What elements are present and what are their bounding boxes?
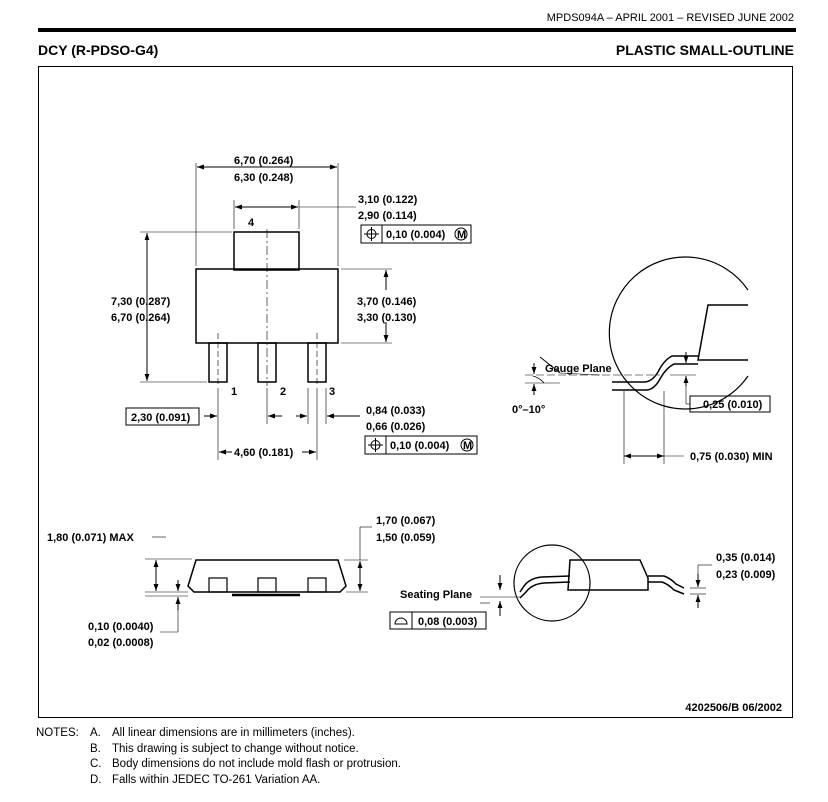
pin-number-2: 2	[280, 386, 286, 398]
body-width-max: 6,70 (0.264)	[234, 155, 294, 167]
seating-detail	[389, 544, 712, 630]
lead-width-min: 0,66 (0.026)	[366, 421, 426, 433]
package-name: DCY (R-PDSO-G4)	[38, 42, 159, 58]
standoff-min: 0,02 (0.0008)	[88, 637, 154, 649]
mmc-symbol-1: M	[457, 229, 466, 241]
mmc-symbol-2: M	[463, 440, 472, 452]
top-view	[125, 163, 478, 460]
pin-span: 4,60 (0.181)	[234, 447, 294, 459]
height-max: 1,80 (0.071) MAX	[47, 532, 134, 544]
seating-plane-label: Seating Plane	[400, 589, 472, 601]
standoff-max: 0,10 (0.0040)	[88, 621, 154, 633]
angle-range: 0°–10°	[512, 404, 545, 416]
body-length-min: 3,30 (0.130)	[357, 312, 417, 324]
drawing-frame	[38, 66, 793, 718]
gauge-plane-label: Gauge Plane	[545, 363, 612, 375]
note-item: B.This drawing is subject to change with…	[90, 742, 359, 755]
package-type: PLASTIC SMALL-OUTLINE	[615, 42, 794, 58]
lead-detail	[525, 256, 771, 464]
gauge-height: 0,25 (0.010)	[703, 399, 763, 411]
notes-section: NOTES: A.All linear dimensions are in mi…	[36, 726, 401, 788]
note-item: A.All linear dimensions are in millimete…	[90, 727, 355, 739]
side-view	[145, 526, 372, 633]
drawing-number: 4202506/B 06/2002	[685, 702, 782, 714]
foot-length: 0,75 (0.030) MIN	[690, 451, 773, 463]
tab-width-min: 2,90 (0.114)	[358, 210, 417, 222]
lead-tolerance: 0,10 (0.004)	[390, 440, 450, 452]
side-body	[187, 559, 347, 593]
body-length-max: 3,70 (0.146)	[357, 296, 417, 308]
overall-length-max: 7,30 (0.287)	[111, 296, 171, 308]
pin-number-1: 1	[231, 386, 237, 398]
tab-lead-4	[233, 231, 300, 271]
lead-width-max: 0,84 (0.033)	[366, 405, 426, 417]
pin-number-3: 3	[329, 386, 335, 398]
pin-number-4: 4	[248, 217, 255, 229]
tab-width-max: 3,10 (0.122)	[358, 194, 418, 206]
lead-thickness-max: 0,35 (0.014)	[716, 552, 776, 564]
overall-length-min: 6,70 (0.264)	[111, 312, 171, 324]
body-height-min: 1,50 (0.059)	[376, 532, 436, 544]
header-rule	[38, 28, 796, 32]
notes-header: NOTES:	[36, 727, 79, 739]
lead-thickness-min: 0,23 (0.009)	[716, 569, 776, 581]
body-height-max: 1,70 (0.067)	[376, 515, 436, 527]
note-item: D.Falls within JEDEC TO-261 Variation AA…	[90, 773, 321, 786]
tab-tolerance: 0,10 (0.004)	[386, 229, 446, 241]
pin-pitch: 2,30 (0.091)	[131, 412, 191, 424]
coplanarity: 0,08 (0.003)	[418, 616, 478, 628]
body-width-min: 6,30 (0.248)	[234, 172, 294, 184]
document-id: MPDS094A – APRIL 2001 – REVISED JUNE 200…	[546, 12, 794, 24]
note-item: C.Body dimensions do not include mold fl…	[90, 758, 401, 770]
